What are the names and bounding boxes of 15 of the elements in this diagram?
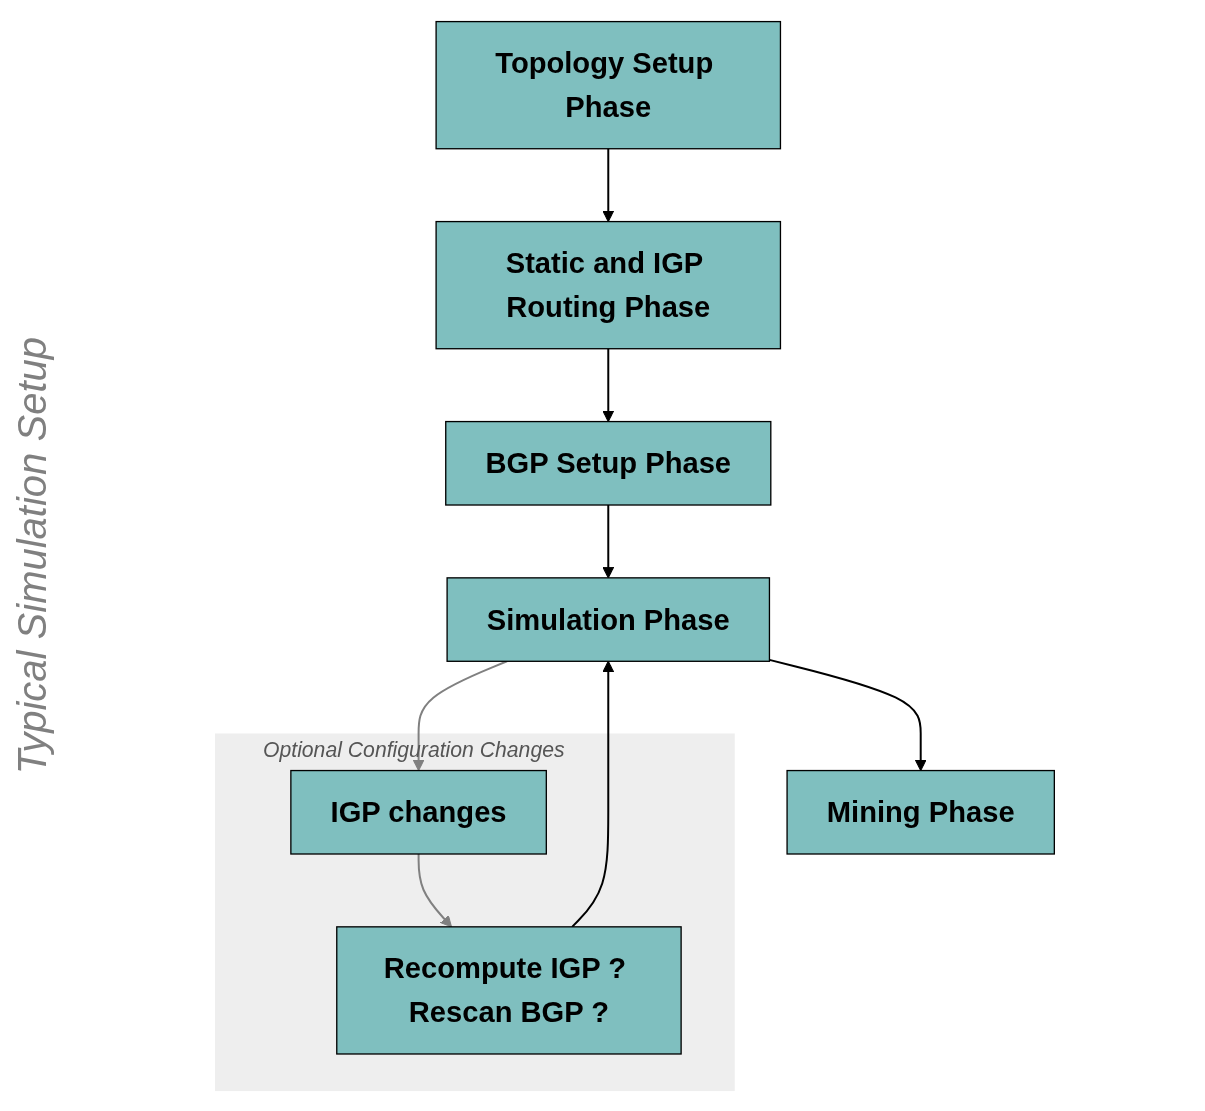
arrow	[602, 347, 615, 422]
brace-label: Typical Simulation Setup	[10, 336, 54, 775]
arrow	[768, 658, 927, 771]
node-box: Recompute IGP ? Rescan BGP ?	[336, 925, 682, 1055]
arrow	[417, 852, 453, 927]
node-box: Topology Setup Phase	[435, 20, 782, 149]
arrow	[602, 503, 615, 578]
node-box: Simulation Phase	[446, 576, 771, 662]
arrow	[571, 660, 615, 928]
node-box: Mining Phase	[786, 769, 1055, 855]
arrow	[602, 147, 615, 222]
node-box: IGP changes	[290, 769, 547, 855]
arrow	[412, 659, 508, 771]
node-box: BGP Setup Phase	[445, 420, 772, 506]
node-box: Static and IGP Routing Phase	[435, 220, 782, 349]
